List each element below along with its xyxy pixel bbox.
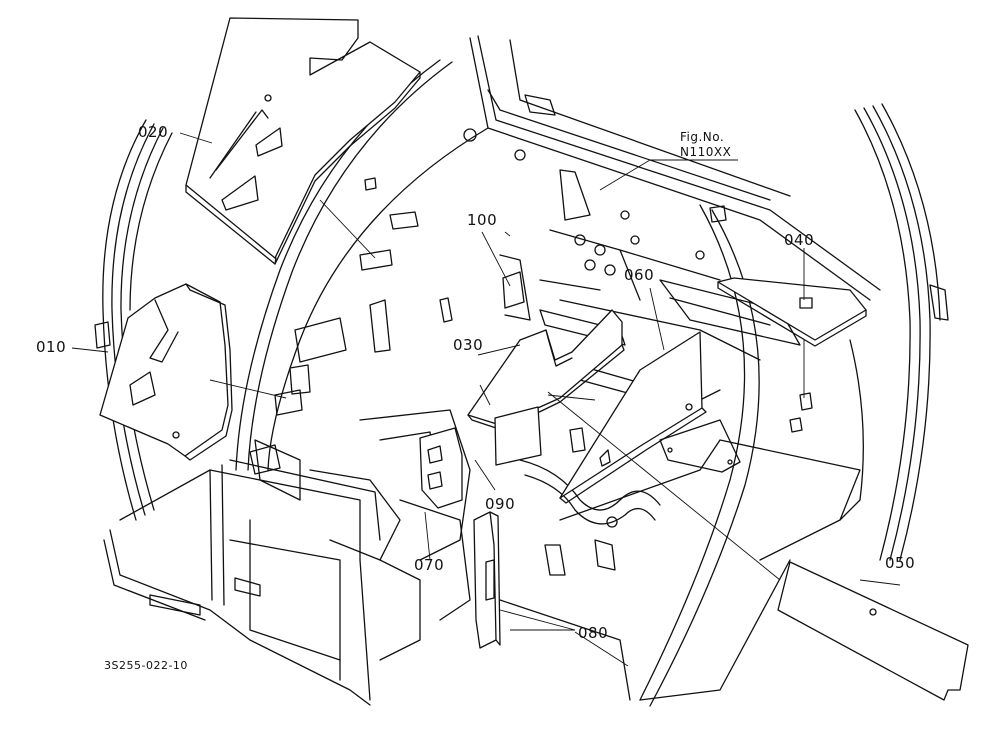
- part-label-040: 040: [784, 231, 815, 249]
- part-label-070: 070: [414, 556, 445, 574]
- panel-100: [503, 272, 524, 308]
- part-label-030: 030: [453, 336, 484, 354]
- panel-020: [186, 18, 420, 264]
- part-label-020: 020: [138, 123, 169, 141]
- floor-plate: [660, 420, 740, 472]
- part-label-080: 080: [578, 624, 609, 642]
- leader-lines: [72, 133, 900, 666]
- fig-no-label: Fig.No.: [680, 130, 725, 144]
- part-label-100: 100: [467, 211, 498, 229]
- part-label-090: 090: [485, 495, 516, 513]
- part-label-050: 050: [885, 554, 916, 572]
- panel-080: [474, 512, 500, 648]
- panel-030: [468, 310, 624, 430]
- panel-010: [100, 284, 232, 460]
- drawing-code: 3S255-022-10: [104, 659, 188, 672]
- panel-060: [560, 332, 706, 503]
- panel-040: [718, 278, 866, 346]
- part-label-010: 010: [36, 338, 67, 356]
- part-label-060: 060: [624, 266, 655, 284]
- panel-050: [778, 562, 968, 700]
- fig-no-value: N110XX: [680, 145, 732, 159]
- panel-090: [420, 407, 541, 508]
- cab-frame: [95, 36, 948, 706]
